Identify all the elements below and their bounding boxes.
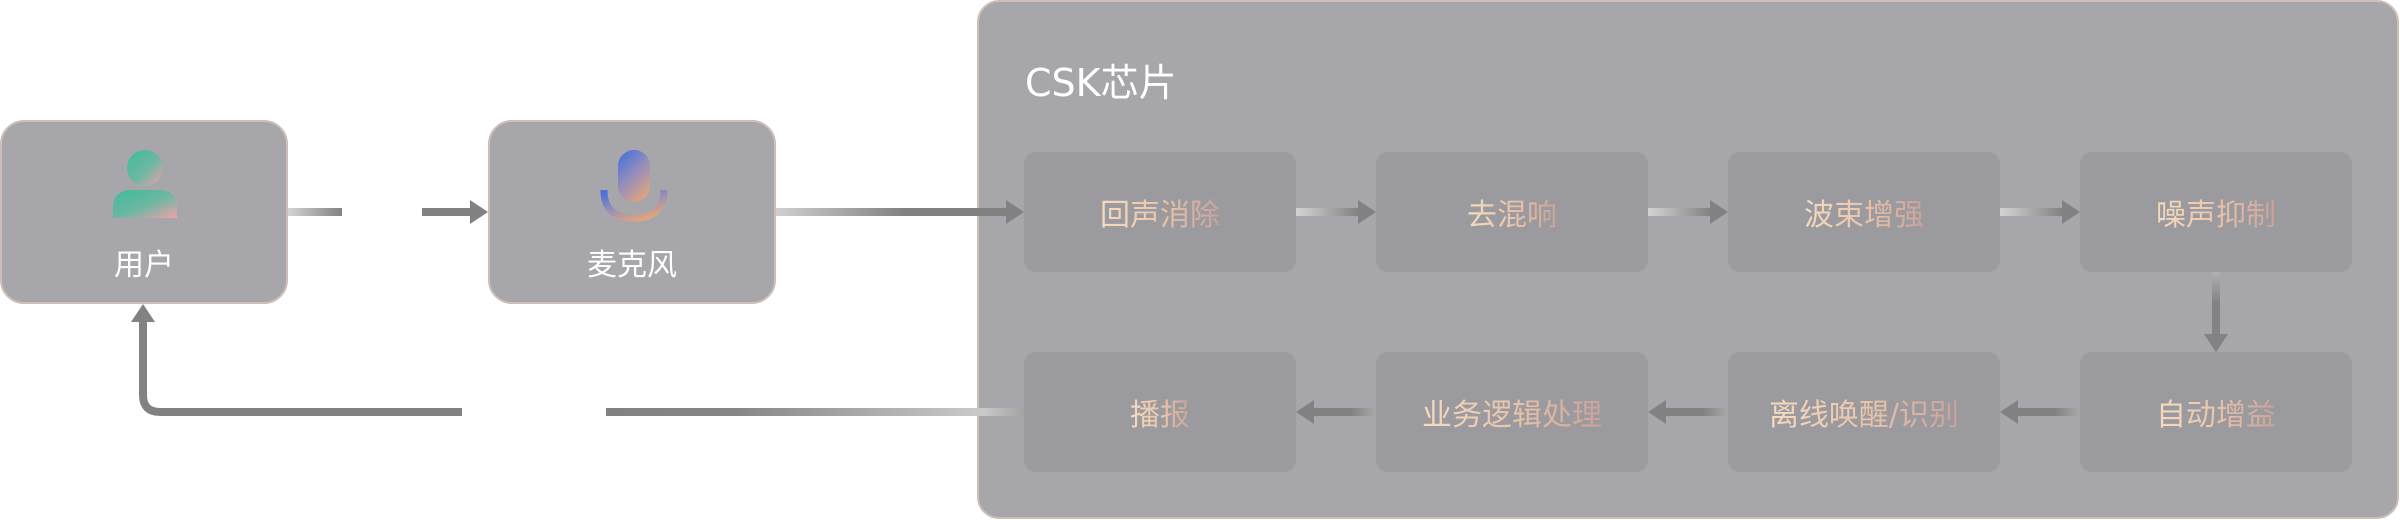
arrow-echo-to-dereverb <box>1296 200 1376 224</box>
microphone-label: 麦克风 <box>587 248 677 283</box>
chip-title: CSK芯片 <box>1025 61 1177 105</box>
stage-auto-gain: 自动增益 <box>2080 352 2352 472</box>
stage-label: 波束增强 <box>1804 190 1924 234</box>
stage-noise-suppression: 噪声抑制 <box>2080 152 2352 272</box>
arrow-playback-to-user <box>131 304 1024 416</box>
arrow-wakeup-to-logic <box>1648 400 1728 424</box>
arrow-gain-to-wakeup <box>2000 400 2080 424</box>
stage-label: 回声消除 <box>1100 190 1220 234</box>
arrow-beam-to-noise <box>2000 200 2080 224</box>
stage-offline-wakeup-recognition: 离线唤醒/识别 <box>1728 352 2000 472</box>
stage-label: 业务逻辑处理 <box>1422 390 1602 434</box>
stage-playback: 播报 <box>1024 352 1296 472</box>
stage-label: 播报 <box>1130 390 1190 434</box>
stage-label: 离线唤醒/识别 <box>1769 390 1959 434</box>
stage-label: 自动增益 <box>2156 390 2276 434</box>
stage-dereverberation: 去混响 <box>1376 152 1648 272</box>
stage-label: 去混响 <box>1467 190 1557 234</box>
stage-echo-cancellation: 回声消除 <box>1024 152 1296 272</box>
arrow-mic-to-echo <box>776 200 1024 224</box>
stage-beamforming: 波束增强 <box>1728 152 2000 272</box>
user-icon <box>113 150 177 218</box>
microphone-icon <box>600 150 668 222</box>
arrow-dereverb-to-beam <box>1648 200 1728 224</box>
arrow-noise-to-gain <box>2204 272 2228 352</box>
user-node: 用户 <box>0 120 288 304</box>
microphone-node: 麦克风 <box>488 120 776 304</box>
user-label: 用户 <box>114 248 174 283</box>
stage-label: 噪声抑制 <box>2156 190 2276 234</box>
arrow-logic-to-playback <box>1296 400 1376 424</box>
arrow-user-to-mic <box>288 200 488 224</box>
stage-business-logic: 业务逻辑处理 <box>1376 352 1648 472</box>
